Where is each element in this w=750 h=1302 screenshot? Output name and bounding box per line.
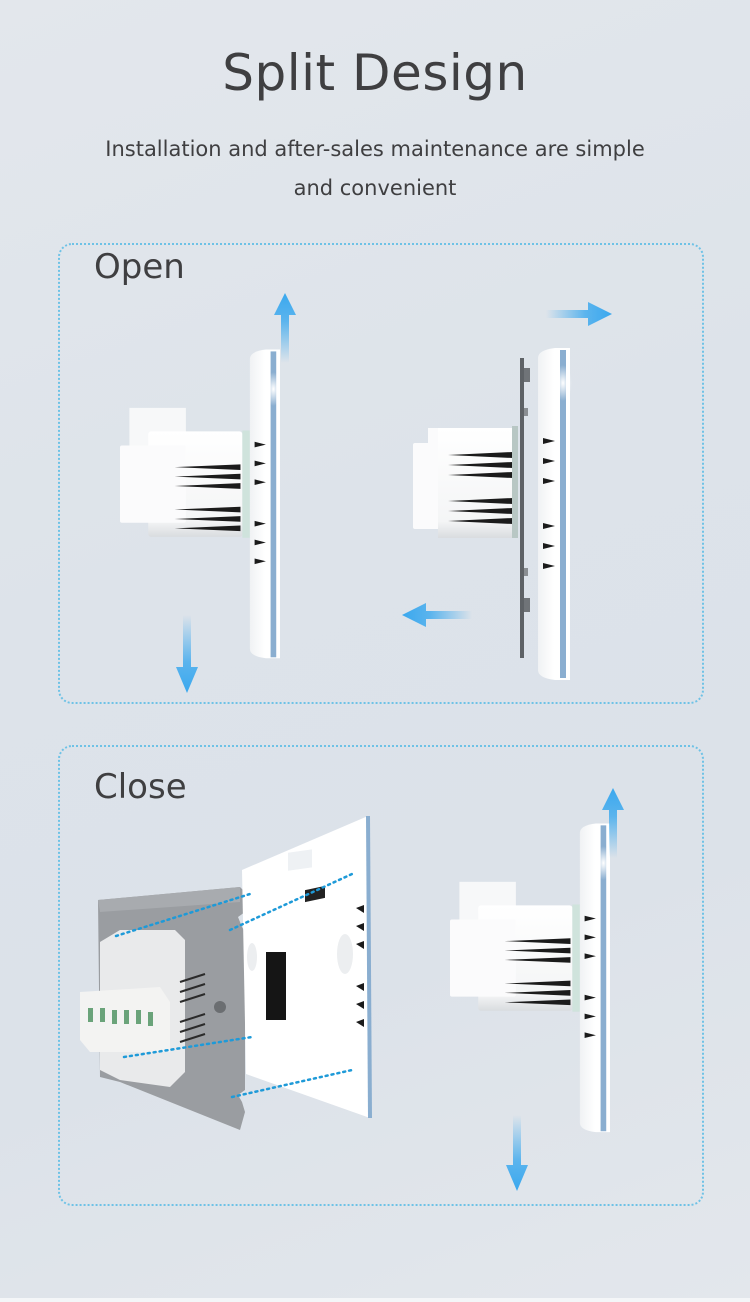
bottom-edge [0,1298,750,1302]
arrow-down-icon [176,615,198,693]
switch-side-view-separated [408,338,588,698]
arrow-right-icon [546,302,612,326]
switch-side-view-assembled [450,779,610,1139]
subtitle-line-1: Installation and after-sales maintenance… [105,137,645,161]
close-section: Close [58,745,704,1206]
arrow-up-icon [274,293,296,363]
arrow-down-icon [506,1115,528,1191]
open-section-label: Open [94,247,185,287]
page-title: Split Design [222,44,528,102]
page-subtitle: Installation and after-sales maintenance… [70,130,680,208]
arrow-left-icon [402,603,472,627]
switch-exploded-view [80,812,380,1142]
arrow-up-icon [602,788,624,858]
switch-side-view-assembled [120,322,280,682]
close-section-label: Close [94,767,187,807]
open-section: Open [58,243,704,704]
subtitle-line-2: and convenient [293,176,457,200]
